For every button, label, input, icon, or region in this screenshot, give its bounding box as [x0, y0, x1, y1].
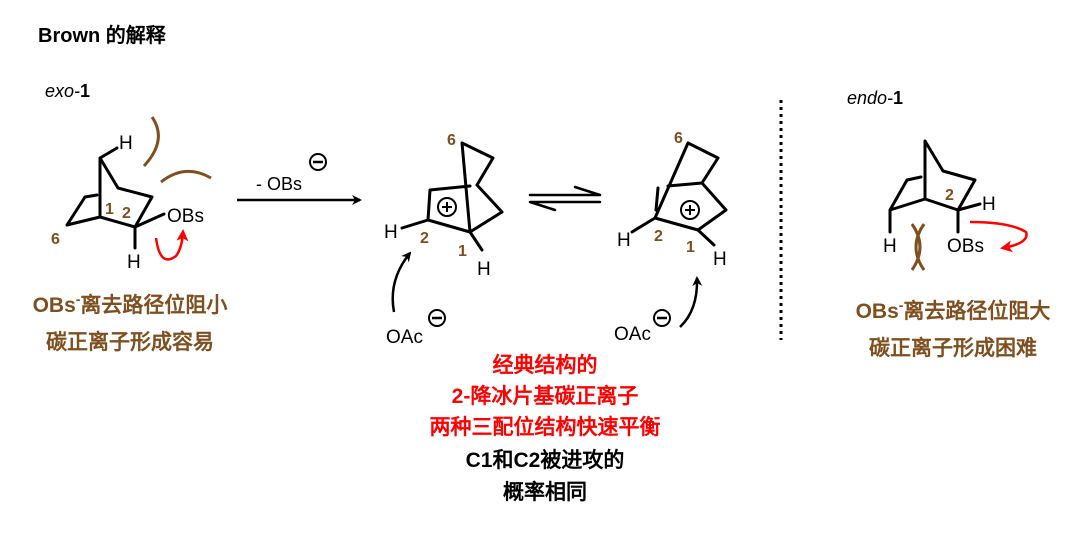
- steric-arc: [160, 170, 212, 184]
- minus-charge-icon: [309, 153, 327, 171]
- minus-charge-icon: [428, 309, 446, 327]
- carbon-number: 2: [122, 205, 131, 222]
- atom-obs: OBs: [947, 236, 984, 257]
- center-caption-red: 2-降冰片基碳正离子: [452, 384, 639, 408]
- carbon-number: 1: [686, 239, 695, 256]
- atom-h: H: [384, 222, 398, 243]
- endo-caption-line2: 碳正离子形成困难: [869, 336, 1037, 360]
- equilibrium-arrows: [528, 185, 602, 212]
- exo-1-structure: exo-1 H OBs H 1 2 6: [45, 81, 212, 273]
- exo-caption-line1: OBs-离去路径位阻小: [33, 291, 228, 317]
- red-leaving-arrow: [154, 229, 189, 261]
- steric-clash-arcs: [910, 223, 926, 271]
- atom-h: H: [127, 252, 141, 273]
- center-caption-black: 概率相同: [503, 480, 587, 504]
- atom-h: H: [982, 194, 996, 215]
- carbon-number: 1: [105, 201, 114, 218]
- center-caption-red: 经典结构的: [493, 353, 598, 377]
- endo-1-structure: endo-1 H OBs H 2: [847, 88, 1028, 271]
- carbon-number: 1: [458, 243, 467, 260]
- plus-charge-icon: [437, 197, 457, 217]
- exo-caption-line2: 碳正离子形成容易: [46, 330, 214, 354]
- carbon-number: 6: [447, 132, 456, 149]
- nucleophile-oac: OAc: [386, 327, 423, 348]
- endo-label: endo-1: [847, 88, 903, 108]
- atom-h: H: [477, 259, 491, 280]
- carbon-number: 2: [420, 230, 429, 247]
- atom-obs: OBs: [167, 206, 204, 227]
- reaction-arrow: - OBs: [237, 153, 362, 205]
- nucleophile-oac: OAc: [614, 324, 651, 345]
- plus-charge-icon: [680, 200, 700, 220]
- carbocation-right: H H 6 2 1 OAc: [614, 130, 728, 345]
- center-caption-red: 两种三配位结构快速平衡: [430, 415, 661, 439]
- atom-h: H: [713, 249, 727, 270]
- exo-label: exo-1: [45, 81, 90, 101]
- atom-h: H: [119, 133, 133, 154]
- minus-charge-icon: [653, 309, 671, 327]
- center-caption-black: C1和C2被进攻的: [466, 448, 625, 472]
- arrow-label: - OBs: [256, 174, 302, 194]
- carbocation-left: H H 6 2 1 OAc: [384, 132, 504, 348]
- atom-h: H: [617, 230, 631, 251]
- carbon-number: 2: [945, 187, 954, 204]
- red-leaving-arrow: [969, 220, 1028, 253]
- endo-caption-line1: OBs-离去路径位阻大: [856, 297, 1051, 323]
- carbon-number: 6: [51, 231, 60, 248]
- carbon-number: 2: [654, 228, 663, 245]
- page-title: Brown 的解释: [38, 23, 167, 47]
- atom-h: H: [883, 236, 897, 257]
- steric-arc: [142, 116, 160, 168]
- carbon-number: 6: [674, 130, 683, 147]
